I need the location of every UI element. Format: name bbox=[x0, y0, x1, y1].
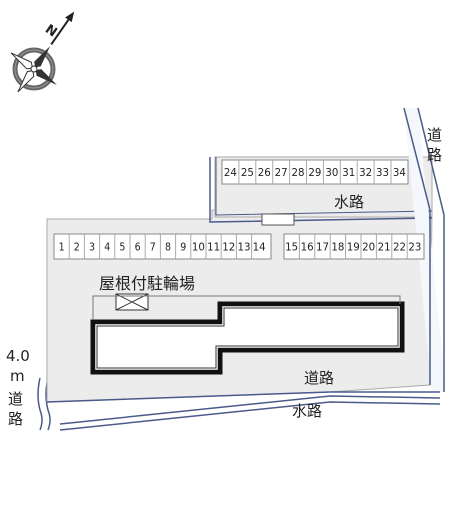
bike-shelter-line bbox=[92, 295, 401, 320]
parking-slot-number: 16 bbox=[301, 242, 314, 254]
bottom-waterway-line-2 bbox=[59, 401, 441, 431]
bridge bbox=[261, 213, 295, 226]
parking-slot-number: 11 bbox=[207, 242, 220, 254]
parking-slot-number: 20 bbox=[362, 242, 375, 254]
parking-slot-number: 1 bbox=[59, 242, 65, 254]
waterway-upper bbox=[209, 157, 433, 223]
parking-slot-number: 9 bbox=[180, 242, 186, 254]
parking-slot-number: 12 bbox=[222, 242, 235, 254]
parking-slot-number: 8 bbox=[165, 242, 171, 254]
bike-shelter-label: 屋根付駐輪場 bbox=[99, 274, 195, 293]
bottom-road bbox=[46, 391, 440, 403]
parking-slot-number: 10 bbox=[192, 242, 205, 254]
parking-slot-number: 22 bbox=[393, 242, 406, 254]
parking-slot-number: 15 bbox=[285, 242, 298, 254]
parking-slot-number: 27 bbox=[275, 167, 288, 179]
road-bottom-label: 道路 bbox=[304, 369, 334, 387]
waterway-bottom-label: 水路 bbox=[292, 402, 322, 420]
parking-slot-number: 29 bbox=[308, 167, 321, 179]
road-left-name: 道 路 bbox=[8, 390, 28, 428]
parking-slot-number: 18 bbox=[331, 242, 344, 254]
parking-slot-number: 32 bbox=[359, 167, 372, 179]
parking-slot-number: 28 bbox=[292, 167, 305, 179]
parking-slot-number: 17 bbox=[316, 242, 329, 254]
waterway-top-label: 水路 bbox=[334, 193, 364, 211]
parking-slot-number: 30 bbox=[325, 167, 338, 179]
parking-slot-number: 31 bbox=[342, 167, 355, 179]
parking-slot-number: 14 bbox=[253, 242, 266, 254]
compass-icon bbox=[10, 11, 75, 93]
parking-slot-number: 3 bbox=[89, 242, 95, 254]
parking-row-frame bbox=[283, 233, 425, 260]
bottom-waterway-line-1 bbox=[59, 395, 441, 425]
parking-slot-number: 26 bbox=[258, 167, 271, 179]
parking-slot-number: 7 bbox=[150, 242, 156, 254]
road-right-label: 道 路 bbox=[427, 126, 447, 164]
parking-slot-number: 19 bbox=[347, 242, 360, 254]
parking-slot-number: 25 bbox=[241, 167, 254, 179]
parking-slot-number: 33 bbox=[376, 167, 389, 179]
right-road bbox=[404, 108, 446, 392]
parking-slot-number: 21 bbox=[378, 242, 391, 254]
parking-slot-number: 34 bbox=[393, 167, 406, 179]
left-road bbox=[37, 377, 51, 431]
parking-slot-number: 23 bbox=[408, 242, 421, 254]
parking-slot-number: 24 bbox=[224, 167, 237, 179]
parking-slot-number: 4 bbox=[104, 242, 110, 254]
parking-slot-number: 2 bbox=[74, 242, 80, 254]
road-left-unit: m bbox=[10, 367, 25, 385]
parking-slot-number: 5 bbox=[119, 242, 125, 254]
parking-row-frame bbox=[221, 159, 409, 185]
bike-shelter-icon bbox=[115, 293, 149, 311]
road-left-width: 4.0 bbox=[6, 347, 30, 365]
parking-slot-number: 6 bbox=[135, 242, 141, 254]
parking-slot-number: 13 bbox=[238, 242, 251, 254]
parking-row-frame bbox=[53, 233, 272, 260]
